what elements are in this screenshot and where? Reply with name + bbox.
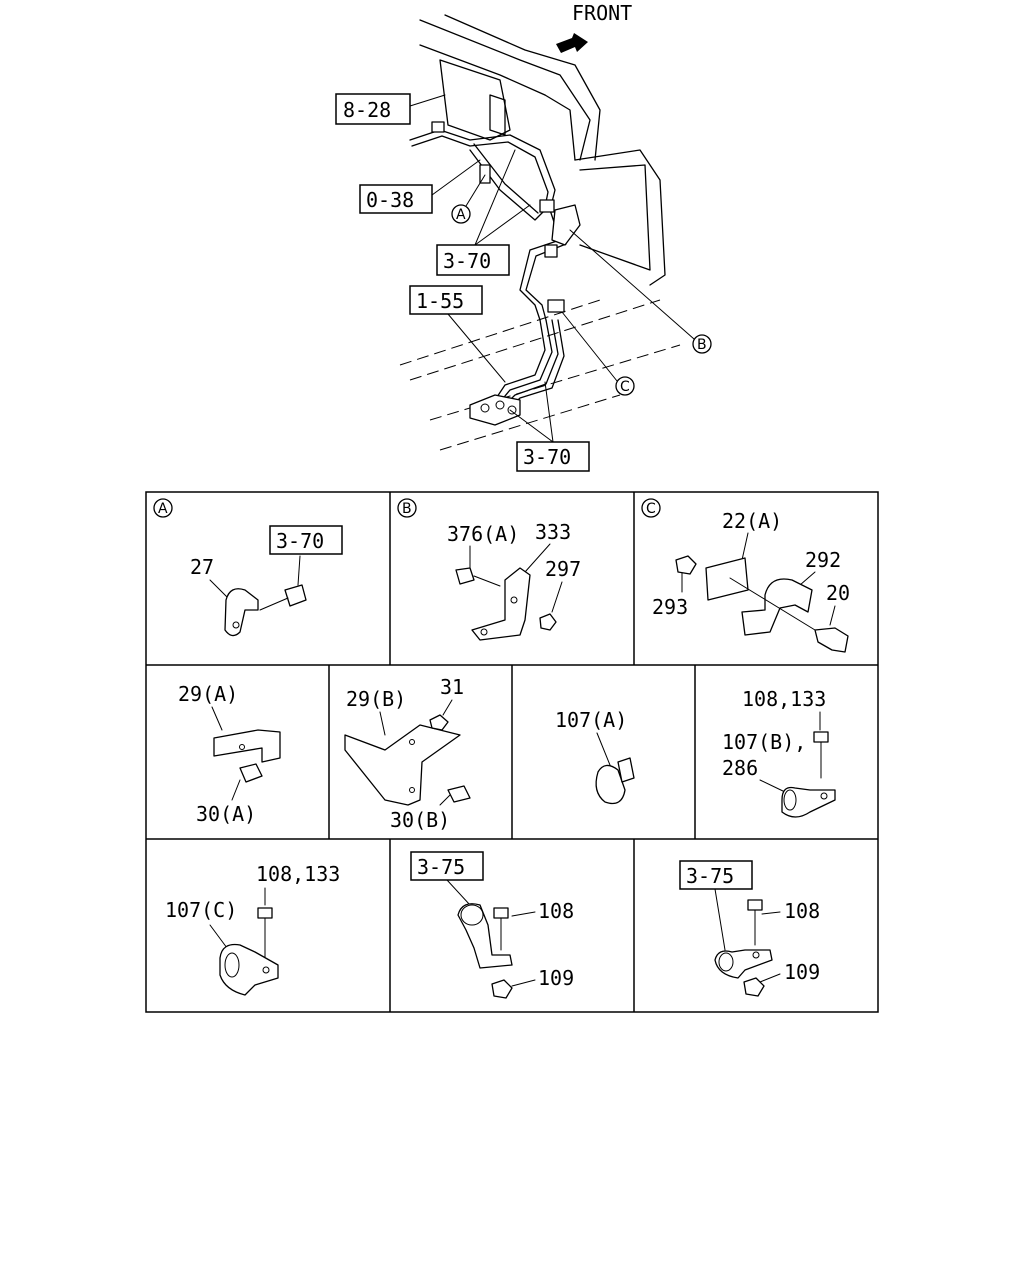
ref-box-1-55[interactable]: 1-55 — [409, 285, 483, 315]
part-29b: 29(B) — [346, 687, 406, 711]
bracket-29b-icon — [344, 724, 461, 806]
part-107a: 107(A) — [555, 708, 627, 732]
part-293: 293 — [652, 595, 688, 619]
bolt-30b-icon — [447, 785, 471, 803]
front-label: FRONT — [572, 1, 632, 25]
part-107c: 107(C) — [165, 898, 237, 922]
bolt-108-icon — [813, 731, 829, 743]
detail-c: C 22(A) 292 293 20 — [641, 498, 850, 653]
detail-6: 107(A) — [555, 708, 635, 805]
svg-text:3-70: 3-70 — [443, 249, 491, 273]
marker-a[interactable]: A — [451, 204, 471, 224]
detail-a-marker: A — [153, 498, 173, 518]
ref-box-3-75-b[interactable]: 3-75 — [679, 860, 753, 890]
svg-text:C: C — [646, 501, 656, 517]
detail-grid — [145, 491, 879, 1013]
clip-107b-icon — [781, 786, 836, 818]
nut-31-icon — [429, 714, 449, 731]
detail-9: 3-75 108 109 — [410, 851, 574, 999]
detail-b-marker: B — [397, 498, 417, 518]
ref-box-8-28[interactable]: 8-28 — [335, 93, 411, 125]
part-286: 286 — [722, 756, 758, 780]
front-arrow-icon — [556, 33, 588, 53]
detail-b: B 376(A) 333 297 — [397, 498, 581, 641]
nut-297-icon — [539, 613, 557, 631]
part-27: 27 — [190, 555, 214, 579]
nut-293-icon — [675, 555, 697, 575]
ref-box-3-70-detail[interactable]: 3-70 — [269, 525, 343, 555]
clamp-3-75-b-icon — [714, 949, 773, 979]
part-292: 292 — [805, 548, 841, 572]
part-29a: 29(A) — [178, 682, 238, 706]
detail-a: A 3-70 27 — [153, 498, 343, 637]
nut-109-d10-icon — [743, 977, 765, 997]
part-297: 297 — [545, 557, 581, 581]
part-107b: 107(B), — [722, 730, 806, 754]
detail-8: 108,133 107(C) — [165, 862, 340, 996]
part-108-133-b: 108,133 — [256, 862, 340, 886]
svg-text:3-75: 3-75 — [417, 855, 465, 879]
part-22a: 22(A) — [722, 509, 782, 533]
detail-4: 29(A) 30(A) — [178, 682, 281, 826]
nut-109-d9-icon — [491, 979, 513, 999]
bolt-108-c-icon — [257, 907, 273, 919]
svg-text:B: B — [402, 501, 412, 517]
plate-22a-icon — [705, 557, 749, 601]
cable-tie-107a-icon — [595, 764, 626, 805]
detail-7: 108,133 107(B), 286 — [722, 687, 836, 818]
part-376a: 376(A) — [447, 522, 519, 546]
ref-box-3-70-upper[interactable]: 3-70 — [436, 244, 510, 276]
svg-text:8-28: 8-28 — [343, 98, 391, 122]
bolt-108-d10-icon — [747, 899, 763, 911]
ref-box-3-75-a[interactable]: 3-75 — [410, 851, 484, 881]
part-109-d10: 109 — [784, 960, 820, 984]
bolt-20-icon — [814, 627, 849, 653]
svg-text:B: B — [697, 337, 707, 353]
clip-107c-icon — [219, 943, 279, 996]
svg-text:0-38: 0-38 — [366, 188, 414, 212]
clip-27-icon — [224, 588, 259, 637]
svg-text:A: A — [456, 207, 466, 223]
detail-10: 3-75 108 109 — [679, 860, 820, 997]
clamp-3-75-a-icon — [457, 903, 513, 969]
part-31: 31 — [440, 675, 464, 699]
bolt-108-d9-icon — [493, 907, 509, 919]
part-109-d9: 109 — [538, 966, 574, 990]
bolt-376a-icon — [455, 567, 475, 585]
main-assembly-view: FRONT — [335, 1, 712, 472]
marker-c[interactable]: C — [615, 376, 635, 396]
part-20: 20 — [826, 581, 850, 605]
bracket-333-icon — [471, 567, 531, 641]
bolt-30a-icon — [239, 763, 263, 783]
part-30a: 30(A) — [196, 802, 256, 826]
bracket-29a-icon — [213, 729, 281, 763]
bolt-icon — [284, 584, 307, 607]
svg-text:A: A — [158, 501, 168, 517]
part-108-133-a: 108,133 — [742, 687, 826, 711]
marker-b[interactable]: B — [692, 334, 712, 354]
svg-text:3-70: 3-70 — [276, 529, 324, 553]
svg-text:1-55: 1-55 — [416, 289, 464, 313]
part-108-d10: 108 — [784, 899, 820, 923]
svg-text:3-75: 3-75 — [686, 864, 734, 888]
part-30b: 30(B) — [390, 808, 450, 832]
detail-5: 29(B) 31 30(B) — [344, 675, 471, 832]
detail-c-marker: C — [641, 498, 661, 518]
ref-box-0-38[interactable]: 0-38 — [359, 184, 433, 214]
part-333: 333 — [535, 520, 571, 544]
svg-text:3-70: 3-70 — [523, 445, 571, 469]
ref-box-3-70-lower[interactable]: 3-70 — [516, 441, 590, 472]
part-108-d9: 108 — [538, 899, 574, 923]
svg-text:C: C — [620, 379, 630, 395]
